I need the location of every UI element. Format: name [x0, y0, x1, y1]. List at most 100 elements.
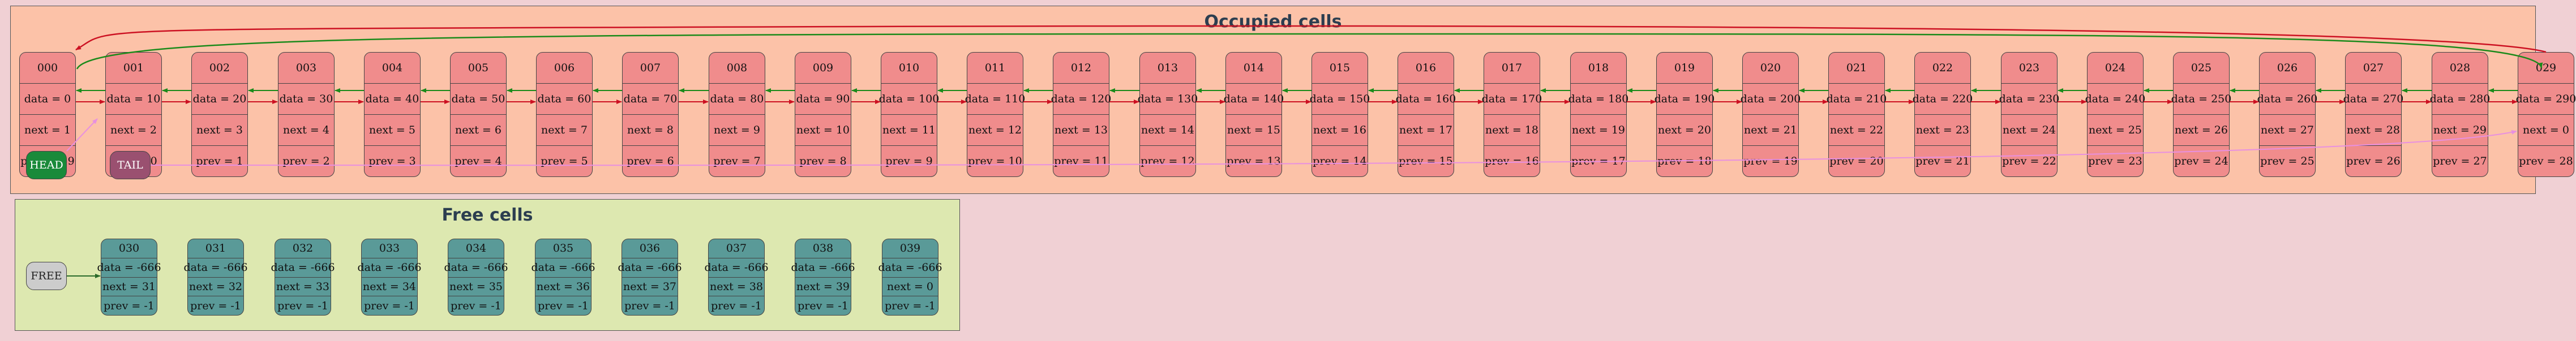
node-id-field: 018: [1588, 62, 1609, 74]
node-prev-field: prev = 23: [2088, 145, 2143, 176]
node-id-field: 025: [2191, 62, 2212, 74]
node-id-field: 002: [209, 62, 230, 74]
node-data-field: data = -666: [357, 257, 422, 277]
node-prev-field: prev = -1: [275, 296, 331, 315]
node-next-field: next = 3: [192, 114, 247, 145]
node-next-field: next = 5: [365, 114, 420, 145]
node-data-field: data = 210: [1827, 83, 1887, 114]
node-prev-field: prev = 9: [881, 145, 937, 176]
node-prev-field: prev = 8: [795, 145, 851, 176]
node-prev-field: prev = 24: [2174, 145, 2229, 176]
node-next-field: next = 8: [623, 114, 678, 145]
node-data-field: data = 30: [278, 83, 334, 114]
node-data-field: data = -666: [704, 257, 769, 277]
node-id-field: 021: [1846, 62, 1867, 74]
node-data-field: data = 190: [1655, 83, 1715, 114]
node-id-field: 036: [639, 242, 661, 255]
node-id-field: 010: [898, 62, 920, 74]
node-data-field: data = 60: [537, 83, 592, 114]
node-id-field: 005: [468, 62, 489, 74]
node-next-field: next = 36: [535, 277, 591, 296]
node-next-field: next = 39: [795, 277, 851, 296]
node-data-field: data = -666: [271, 257, 335, 277]
node-next-field: next = 33: [275, 277, 331, 296]
node-prev-field: prev = 17: [1571, 145, 1626, 176]
node-prev-field: prev = 27: [2432, 145, 2488, 176]
node-next-field: next = 2: [106, 114, 161, 145]
node-prev-field: prev = 19: [1743, 145, 1798, 176]
node-data-field: data = 290: [2516, 83, 2576, 114]
node-prev-field: prev = 6: [623, 145, 678, 176]
node-id-field: 017: [1501, 62, 1523, 74]
free-cells-title: Free cells: [442, 205, 533, 225]
node-prev-field: prev = 3: [365, 145, 420, 176]
node-id-field: 031: [205, 242, 226, 255]
node-data-field: data = 170: [1482, 83, 1542, 114]
node-prev-field: prev = 5: [537, 145, 592, 176]
node-next-field: next = 22: [1829, 114, 1884, 145]
node-data-field: data = -666: [878, 257, 942, 277]
node-id-field: 038: [812, 242, 834, 255]
node-prev-field: prev = 26: [2346, 145, 2401, 176]
node-next-field: next = 31: [101, 277, 157, 296]
node-next-field: next = 16: [1312, 114, 1368, 145]
node-prev-field: prev = 18: [1657, 145, 1712, 176]
node-id-field: 026: [2277, 62, 2298, 74]
node-id-field: 008: [726, 62, 748, 74]
node-prev-field: prev = -1: [882, 296, 938, 315]
node-prev-field: prev = -1: [188, 296, 243, 315]
node-next-field: next = 34: [362, 277, 417, 296]
node-id-field: 034: [465, 242, 487, 255]
node-next-field: next = 35: [448, 277, 504, 296]
node-next-field: next = 21: [1743, 114, 1798, 145]
node-next-field: next = 38: [709, 277, 764, 296]
node-data-field: data = -666: [183, 257, 248, 277]
node-id-field: 037: [726, 242, 747, 255]
node-data-field: data = 120: [1051, 83, 1111, 114]
occupied-cells-title: Occupied cells: [1204, 12, 1342, 32]
node-data-field: data = 100: [879, 83, 939, 114]
node-prev-field: prev = -1: [795, 296, 851, 315]
node-id-field: 014: [1243, 62, 1265, 74]
node-data-field: data = 90: [795, 83, 851, 114]
node-prev-field: prev = 1: [192, 145, 247, 176]
node-id-field: 013: [1157, 62, 1178, 74]
node-prev-field: prev = 14: [1312, 145, 1368, 176]
node-data-field: data = -666: [618, 257, 682, 277]
node-next-field: next = 24: [2001, 114, 2057, 145]
node-id-field: 020: [1760, 62, 1781, 74]
node-next-field: next = 4: [278, 114, 334, 145]
node-next-field: next = 28: [2346, 114, 2401, 145]
node-prev-field: prev = 20: [1829, 145, 1884, 176]
node-data-field: data = 220: [1913, 83, 1973, 114]
node-prev-field: prev = -1: [101, 296, 157, 315]
node-next-field: next = 11: [881, 114, 937, 145]
node-prev-field: prev = -1: [709, 296, 764, 315]
node-next-field: next = 25: [2088, 114, 2143, 145]
node-next-field: next = 0: [2518, 114, 2574, 145]
node-id-field: 003: [295, 62, 317, 74]
node-next-field: next = 9: [709, 114, 765, 145]
node-data-field: data = 10: [106, 83, 161, 114]
